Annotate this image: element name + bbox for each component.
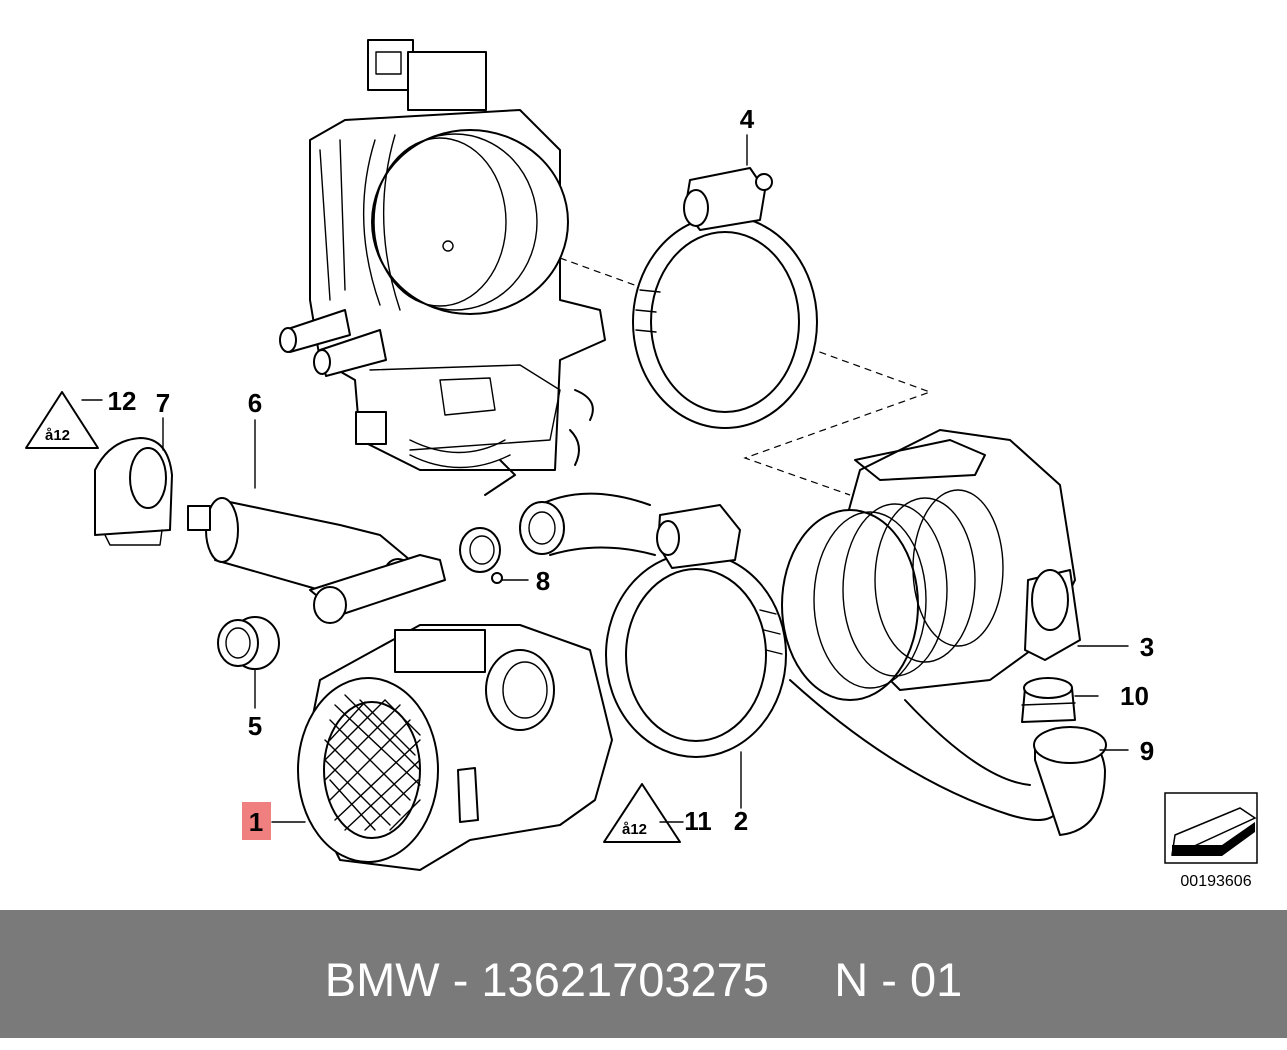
- throttle-body: [279, 39, 606, 496]
- label-part-9: 9: [1140, 736, 1154, 766]
- label-part-7: 7: [156, 388, 170, 418]
- label-part-8: 8: [536, 566, 550, 596]
- label-part-12: 12: [108, 386, 137, 416]
- mesh-screen: [324, 694, 421, 831]
- label-part-4: 4: [740, 104, 755, 134]
- intake-boot-bellows: [781, 429, 1081, 701]
- air-mass-meter: [297, 624, 613, 871]
- label-part-11: 11: [684, 806, 712, 836]
- part-labels: 4 12 7 6 8 3 10 9 5 1 11 2: [108, 104, 1155, 837]
- check-valve: [1021, 677, 1076, 723]
- leader-lines: [81, 134, 1129, 823]
- mounting-bracket: [94, 437, 173, 546]
- hazard-symbol-11-text: å12: [622, 821, 647, 838]
- orientation-indicator: [1164, 792, 1258, 864]
- reference-number: 00193606: [1180, 873, 1251, 890]
- label-part-1: 1: [249, 807, 263, 837]
- label-part-2: 2: [734, 806, 748, 836]
- label-part-10: 10: [1120, 681, 1149, 711]
- small-hose-clamp: [459, 527, 503, 584]
- hazard-symbol-12-text: å12: [45, 427, 70, 444]
- hose-clamp-lower: [605, 504, 787, 758]
- vent-hose: [789, 679, 1107, 836]
- diagram-canvas: å12 å12 4 12 7 6 8 3 10 9 5 1 11 2: [25, 39, 1258, 890]
- parts-diagram: å12 å12 4 12 7 6 8 3 10 9 5 1 11 2: [25, 39, 1258, 890]
- idle-control-valve: [187, 497, 446, 624]
- hose-clamp-large: [632, 167, 818, 429]
- footer-bar: BMW - 13621703275 N - 01: [0, 910, 1287, 1038]
- highlight-part-1: [242, 802, 271, 840]
- label-part-3: 3: [1140, 632, 1154, 662]
- label-part-5: 5: [248, 711, 262, 741]
- hose-connection: [519, 492, 656, 556]
- label-part-6: 6: [248, 388, 262, 418]
- rubber-grommet: [217, 616, 280, 670]
- hazard-symbol-12: å12: [25, 391, 99, 449]
- hazard-symbol-11: å12: [603, 783, 681, 843]
- footer-caption: BMW - 13621703275 N - 01: [324, 953, 963, 1006]
